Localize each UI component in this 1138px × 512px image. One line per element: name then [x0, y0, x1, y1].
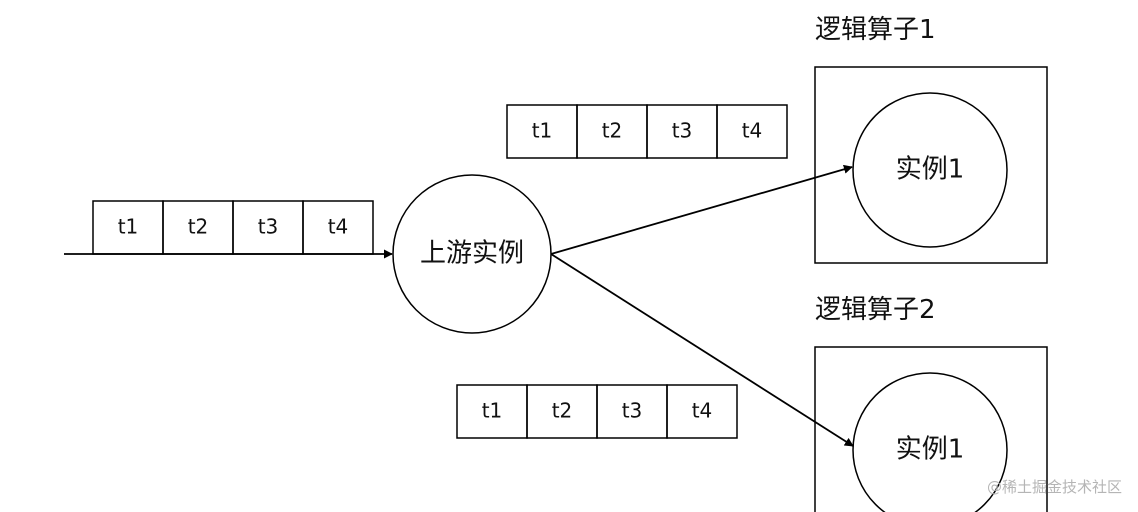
operator-1-title: 逻辑算子1 [815, 15, 936, 45]
watermark: @稀土掘金技术社区 [987, 478, 1122, 496]
operator-1-instance-node [852, 92, 1008, 248]
queue-cell-label: t2 [602, 119, 623, 143]
queue-cell-label: t3 [622, 399, 643, 423]
queue-cell-label: t4 [742, 119, 763, 143]
queue-cell [716, 104, 788, 159]
queue-cell-label: t1 [118, 215, 139, 239]
queue-cell-label: t3 [672, 119, 693, 143]
queue-cell [666, 384, 738, 439]
input-queue: t1 t2 t3 t4 [92, 200, 374, 255]
upstream-instance-label: 上游实例 [420, 239, 524, 269]
operator-2-instance-node [852, 372, 1008, 512]
arrow-to-operator-2 [550, 253, 854, 447]
queue-cell-label: t4 [692, 399, 713, 423]
queue-cell-label: t2 [188, 215, 209, 239]
operator-2-box [814, 346, 1048, 512]
queue-cell-label: t1 [532, 119, 553, 143]
operator-1-box [814, 66, 1048, 264]
queue-cell-label: t4 [328, 215, 349, 239]
queue-cell-label: t1 [482, 399, 503, 423]
bottom-queue: t1 t2 t3 t4 [456, 384, 738, 439]
queue-cell-label: t3 [258, 215, 279, 239]
top-queue: t1 t2 t3 t4 [506, 104, 788, 159]
operator-2-title: 逻辑算子2 [815, 295, 936, 325]
operator-1-instance-label: 实例1 [896, 155, 965, 185]
queue-cell-label: t2 [552, 399, 573, 423]
operator-2-instance-label: 实例1 [896, 435, 965, 465]
arrow-to-operator-1 [550, 164, 853, 255]
